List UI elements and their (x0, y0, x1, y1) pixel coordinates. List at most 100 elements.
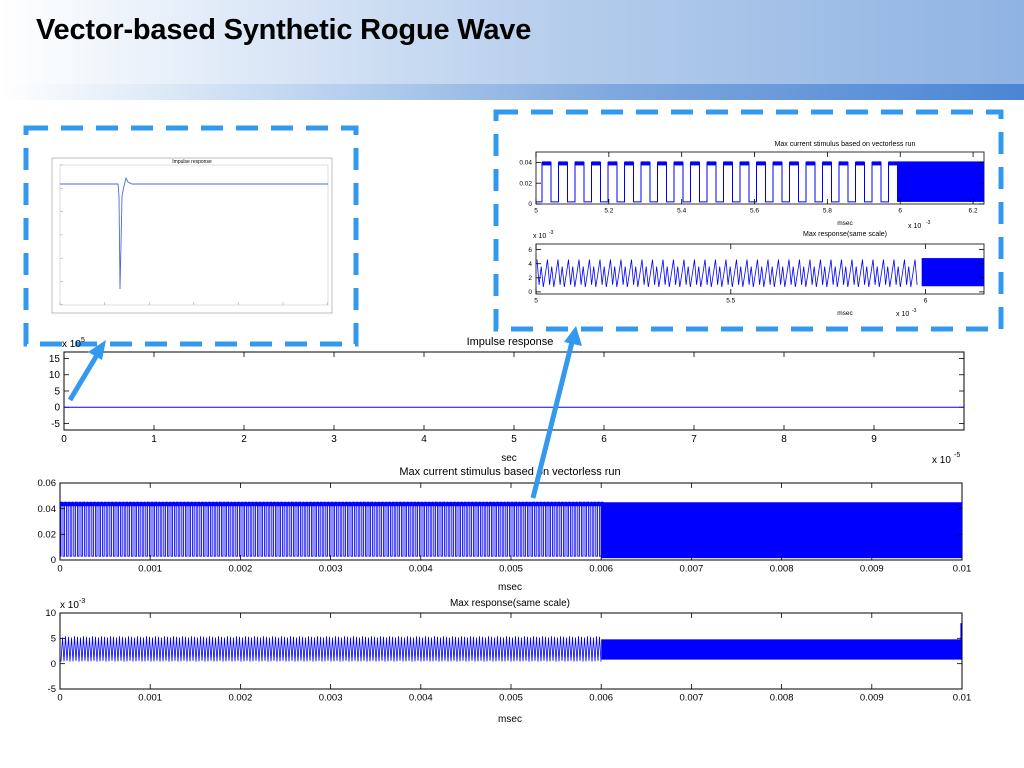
right-inset-bottom-y-multiplier: x 10 (533, 233, 546, 240)
right-inset-top-pulse-train (536, 161, 898, 203)
right-inset-top-pulse-cap (542, 161, 551, 166)
chart3-oscillation (60, 636, 602, 662)
right-inset-top-xtick-label: 6.2 (969, 208, 978, 215)
right-inset-top-plot (536, 161, 984, 203)
chart2-xtick-label: 0.002 (229, 564, 253, 575)
right-inset-bottom-dense (921, 258, 984, 287)
right-inset-top-pulse-cap (608, 161, 617, 166)
right-inset-bottom-ytick-label: 2 (528, 275, 532, 282)
chart1-y-multiplier-exp: 5 (81, 337, 85, 344)
chart2-dense-region (601, 502, 962, 559)
header-accent-bar (0, 84, 1024, 100)
chart1-ytick-label: -5 (51, 419, 60, 430)
chart3-plot (60, 623, 962, 662)
right-inset-bottom-x-multiplier: x 10 (896, 311, 909, 318)
right-inset-top-pulse-cap (591, 161, 601, 166)
right-inset-top-ytick-label: 0 (528, 201, 532, 208)
right-inset-top-pulse-cap (740, 161, 749, 166)
right-inset-bottom-ytick-label: 6 (528, 247, 532, 254)
chart1-xlabel: sec (501, 453, 517, 464)
chart1-x-multiplier: x 10 (932, 455, 951, 466)
chart1-ytick-label: 15 (49, 354, 61, 365)
right-inset-top-xtick-label: 5.4 (677, 208, 686, 215)
header-background (0, 0, 1024, 84)
chart1-x-multiplier-exp: -5 (954, 452, 960, 459)
chart2-xtick-label: 0.005 (499, 564, 523, 575)
right-inset-bottom-y-multiplier-exp: -3 (549, 230, 554, 236)
chart2-xtick-label: 0.009 (860, 564, 884, 575)
chart2-xtick-label: 0 (57, 564, 62, 575)
left-inset-frame (51, 157, 333, 314)
right-inset-top-pulse-cap (707, 161, 716, 166)
left-inset: Impulse response (23, 125, 359, 347)
chart2-ytick-label: 0 (51, 555, 56, 566)
right-inset-top-pulse-cap (624, 161, 634, 166)
right-inset-top-pulse-cap (888, 161, 898, 166)
chart1-xtick-label: 4 (421, 434, 427, 445)
right-inset-bottom-plot (536, 258, 984, 288)
chart1-xtick-label: 7 (691, 434, 697, 445)
right-inset-top-xtick-label: 5 (534, 208, 538, 215)
right-inset-bottom-ytick-label: 0 (528, 289, 532, 296)
chart3-ytick-label: 0 (51, 659, 56, 670)
chart2-title: Max current stimulus based on vectorless… (399, 466, 620, 478)
left-dashed-frame (23, 125, 359, 347)
right-inset-top-pulse-cap (690, 161, 700, 166)
slide-title: Vector-based Synthetic Rogue Wave (36, 14, 532, 46)
right-inset-top-xtick-label: 6 (898, 208, 902, 215)
right-inset-top-pulse-cap (789, 161, 799, 166)
right-inset-top-pulse-cap (723, 161, 733, 166)
left-inset-impulse-trace (60, 176, 328, 290)
chart1-axes (63, 351, 965, 431)
chart3-title: Max response(same scale) (450, 598, 570, 609)
right-inset-top-pulse-cap (558, 161, 568, 166)
chart3-xtick-label: 0.006 (589, 693, 613, 704)
chart2-plot (60, 501, 962, 559)
right-inset-bottom-title: Max response(same scale) (803, 231, 887, 238)
chart3-y-multiplier-exp: -3 (79, 598, 85, 605)
chart1-title: Impulse response (467, 336, 554, 348)
chart2-xtick-label: 0.008 (770, 564, 794, 575)
chart2-ytick-label: 0.02 (38, 530, 57, 541)
chart2-xtick-label: 0.007 (680, 564, 704, 575)
right-inset-top-multiplier-exp: -3 (926, 220, 931, 226)
chart3-xtick-label: 0.007 (680, 693, 704, 704)
right-inset-bottom-xtick-label: 6 (924, 298, 928, 305)
right-inset-top-pulse-cap (674, 161, 683, 166)
left-arrow-shaft (67, 348, 103, 402)
right-inset-bottom-ytick-label: 4 (528, 261, 532, 268)
chart3-xtick-label: 0 (57, 693, 62, 704)
chart3-ytick-label: 5 (51, 634, 56, 645)
chart1-xtick-label: 2 (241, 434, 247, 445)
chart2-xtick-label: 0.003 (319, 564, 343, 575)
chart1-xtick-label: 0 (61, 434, 67, 445)
chart2-xtick-label: 0.006 (589, 564, 613, 575)
chart3-xtick-label: 0.008 (770, 693, 794, 704)
right-inset-top-xlabel: msec (837, 220, 853, 227)
right-inset-top-ytick-label: 0.02 (519, 180, 532, 187)
chart3-xtick-label: 0.002 (229, 693, 253, 704)
right-inset-top-title: Max current stimulus based on vectorless… (775, 141, 916, 148)
chart2-xtick-label: 0.01 (953, 564, 972, 575)
right-inset-top-dense (897, 161, 984, 202)
left-inset-title: Impulse response (172, 159, 212, 165)
chart1-xtick-label: 9 (871, 434, 877, 445)
chart2-pulse-top-band (60, 502, 602, 507)
right-arrow-shaft (530, 337, 576, 499)
chart1-xtick-label: 1 (151, 434, 157, 445)
chart3-ytick-label: 10 (45, 608, 56, 619)
right-inset-top-pulse-cap (822, 161, 832, 166)
chart1-xtick-label: 6 (601, 434, 607, 445)
right-inset-top-pulse-cap (855, 161, 865, 166)
chart3-xtick-label: 0.009 (860, 693, 884, 704)
max-current-stimulus-chart: Max current stimulus based on vectorless… (38, 466, 972, 593)
right-inset-top-xtick-label: 5.6 (750, 208, 759, 215)
right-inset-bottom-xtick-label: 5 (534, 298, 538, 305)
